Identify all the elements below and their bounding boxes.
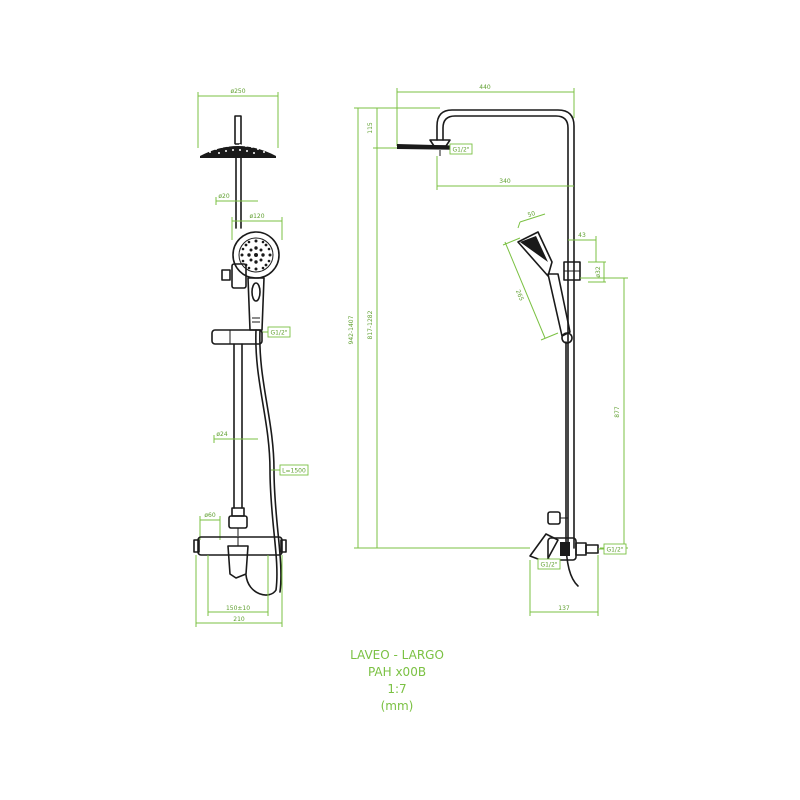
label-hand-length: 265: [514, 289, 525, 302]
label-hose-length: L=1500: [282, 468, 306, 475]
dim-inlet-spacing: 150±10: [207, 555, 269, 616]
label-inlet-connector: G1/2": [606, 547, 623, 554]
label-hand-diameter: ø120: [249, 213, 264, 220]
front-view: ø250 ø20: [193, 88, 309, 627]
title-scale: 1:7: [387, 682, 406, 696]
label-arm-diameter: ø20: [218, 193, 229, 200]
dim-total-height: 942-1407: [348, 107, 530, 549]
label-hand-width: 50: [527, 210, 537, 219]
mixer-side: [529, 533, 599, 563]
label-rail-diameter: ø24: [216, 431, 227, 438]
dim-mixer-depth: 137: [529, 555, 599, 616]
dim-hand-length: 265: [502, 237, 559, 341]
mixer-lever: [227, 545, 249, 579]
label-rail-height: 877: [614, 406, 621, 418]
dim-rail-height: 877: [580, 277, 628, 549]
label-total-height: 942-1407: [348, 315, 355, 344]
label-arm-reach: 340: [499, 178, 511, 185]
holder-side: [563, 261, 581, 281]
hand-shower-head: [232, 231, 280, 279]
dim-total-reach: 440: [396, 84, 575, 146]
dim-head-offset: 115: [367, 107, 440, 148]
hose-side: [565, 341, 579, 587]
label-head-offset: 115: [367, 122, 374, 134]
label-mixer-diameter: ø60: [204, 512, 215, 519]
dim-rail-diameter: ø24: [213, 431, 258, 443]
dim-arm-reach: 340: [436, 156, 574, 190]
title-model: LAVEO - LARGO: [350, 648, 444, 662]
dim-height-range: 817-1282: [367, 147, 398, 548]
label-hand-connector: G1/2": [270, 330, 287, 337]
side-view: 440 115 942-1407 817-1282: [348, 84, 628, 616]
tag-head-connector: G1/2": [449, 143, 473, 155]
label-mixer-depth: 137: [558, 605, 570, 612]
label-mixer-outlet: G1/2": [540, 562, 557, 569]
label-total-reach: 440: [479, 84, 491, 91]
arm-outer: [436, 109, 575, 549]
title-units: (mm): [381, 699, 414, 713]
hose-outer: [245, 329, 278, 596]
label-mixer-width: 210: [233, 616, 245, 623]
dim-holder-diameter: ø32: [588, 261, 606, 283]
label-height-range: 817-1282: [367, 310, 374, 339]
label-head-diameter: ø250: [230, 88, 245, 95]
dim-mixer-diameter: ø60: [199, 512, 221, 540]
title-code: PAH x00B: [368, 665, 426, 679]
tag-mixer-outlet: G1/2": [537, 558, 561, 570]
dim-arm-diameter: ø20: [215, 193, 258, 205]
label-holder-diameter: ø32: [595, 266, 602, 277]
dim-mixer-width: 210: [195, 555, 283, 627]
hand-shower-handle: [247, 277, 265, 331]
label-inlet-spacing: 150±10: [226, 605, 250, 612]
label-holder-offset: 43: [578, 232, 586, 239]
tag-inlet-connector: G1/2": [598, 543, 627, 555]
upper-holder: [221, 263, 247, 289]
tag-hand-connector: G1/2": [262, 326, 291, 338]
dim-hand-diameter: ø120: [231, 213, 283, 240]
tag-hose-length: L=1500: [271, 464, 309, 476]
diverter-side: [547, 511, 568, 525]
mixer-body: [193, 536, 287, 579]
overhead-shower-head: [200, 115, 276, 158]
dim-hand-width: 50: [517, 210, 546, 229]
label-head-connector: G1/2": [452, 147, 469, 154]
slider-holder: [211, 329, 263, 345]
diverter-knob: [228, 507, 248, 536]
hand-shower-side: [517, 231, 573, 344]
dim-holder-offset: 43: [568, 232, 597, 262]
title-block: LAVEO - LARGO PAH x00B 1:7 (mm): [350, 648, 444, 713]
dim-head-diameter: ø250: [197, 88, 279, 148]
arm-inner: [442, 115, 569, 549]
